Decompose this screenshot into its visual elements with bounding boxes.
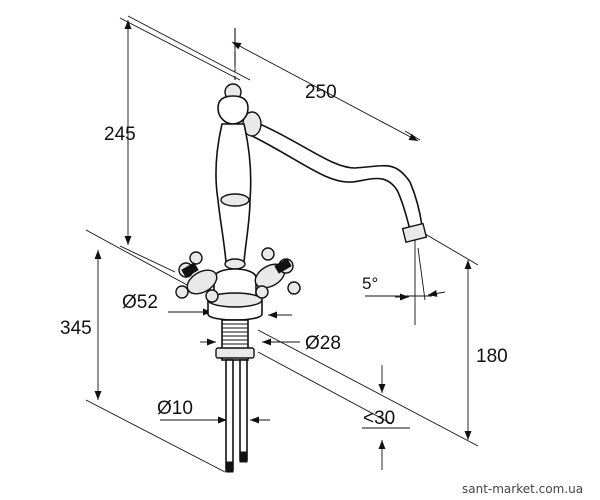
dim-245-label: 245 (104, 124, 136, 145)
dim-max-30-label: <30 (363, 408, 395, 429)
column (215, 123, 252, 263)
supply-tubes (225, 359, 248, 473)
dim-diameter-28-label: Ø28 (305, 333, 341, 354)
dim-250-label: 250 (305, 82, 337, 103)
angle-5-label: 5° (362, 274, 378, 293)
spout-aerator (401, 222, 428, 244)
dim-diameter-52-label: Ø52 (122, 292, 158, 313)
dim-180-label: 180 (476, 346, 508, 367)
right-cross-handle (254, 247, 301, 299)
faucet-body (175, 83, 428, 473)
watermark: sant-market.com.ua (462, 482, 583, 496)
spout (243, 116, 423, 232)
threaded-shank (215, 319, 255, 361)
dimension-lines (85, 15, 479, 473)
dim-345-label: 345 (60, 318, 92, 339)
dim-diameter-10-label: Ø10 (157, 398, 193, 419)
left-cross-handle (175, 251, 219, 303)
